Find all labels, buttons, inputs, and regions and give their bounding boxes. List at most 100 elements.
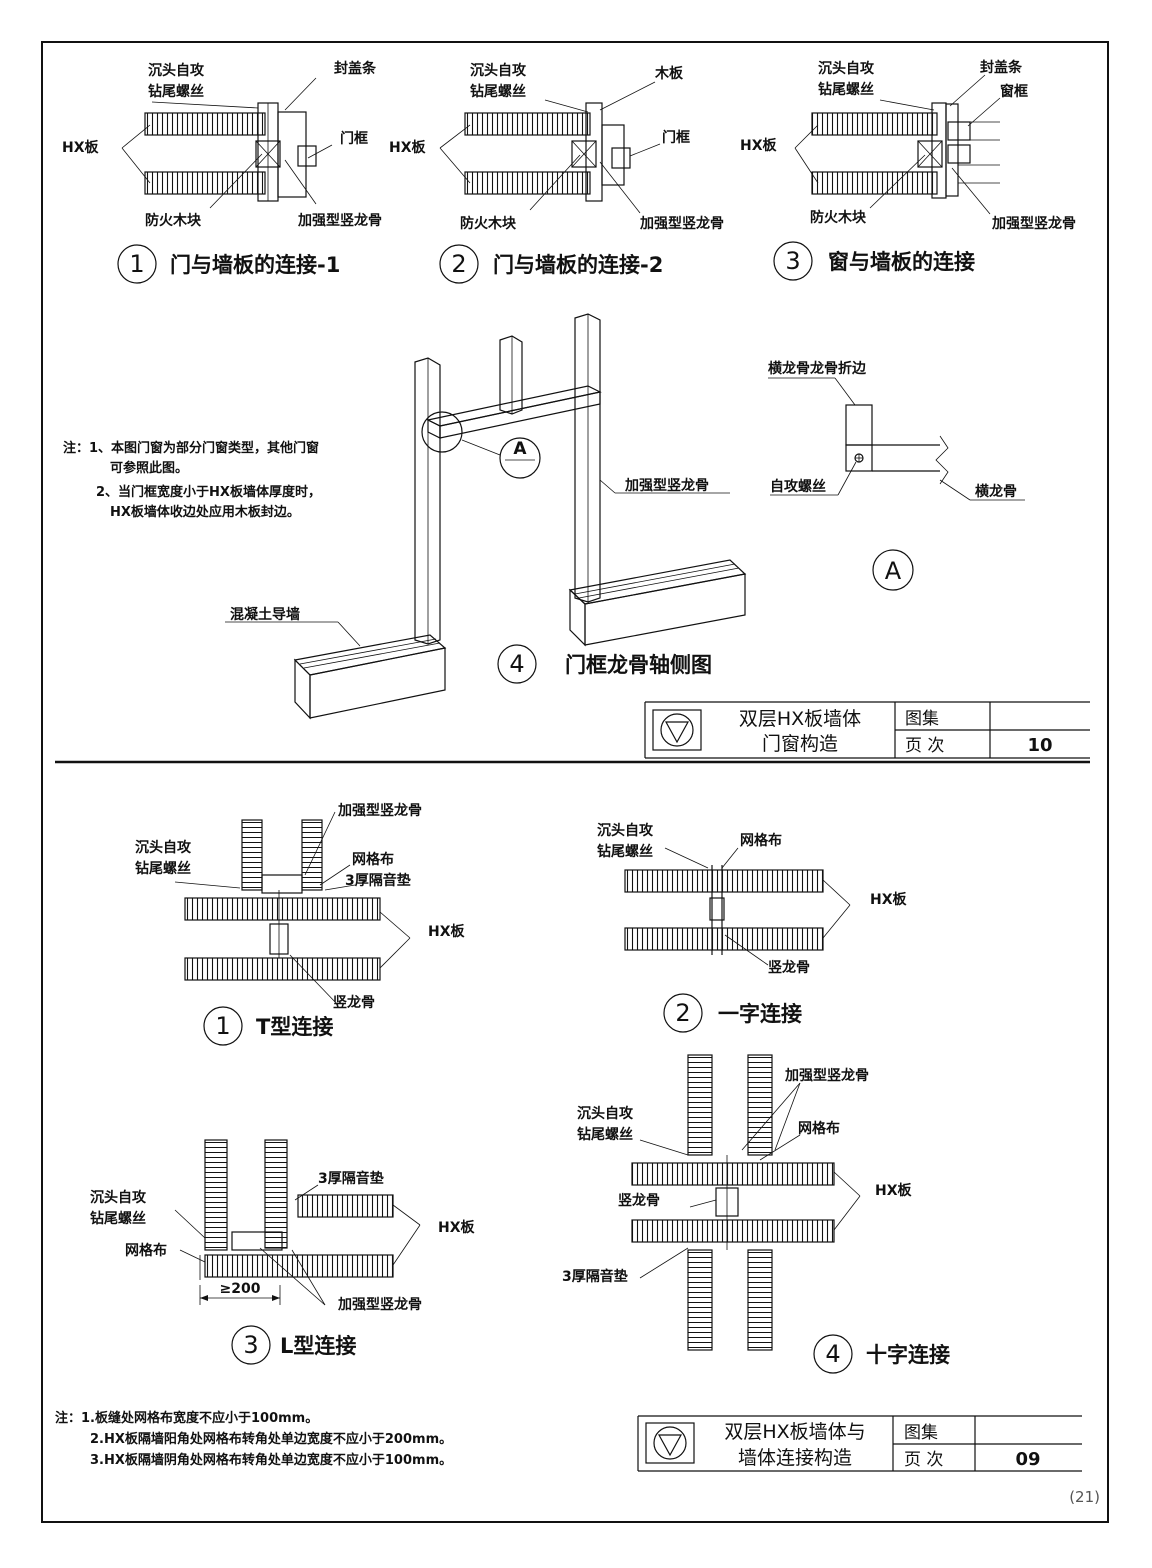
top-page-value: 10 bbox=[1027, 735, 1052, 756]
bottom-page-label: 页 次 bbox=[904, 1450, 943, 1470]
bot4-number: 4 bbox=[825, 1340, 840, 1368]
top-detail-1: 沉头自攻 钻尾螺丝 封盖条 HX板 门框 防火木块 加强型竖龙骨 1 门与墙板的… bbox=[62, 60, 382, 284]
top1-number: 1 bbox=[129, 250, 144, 278]
top-note-line-3: 2、当门框宽度小于HX板墙体厚度时， bbox=[96, 484, 321, 500]
sheet-page-number: (21) bbox=[1069, 1488, 1100, 1506]
top-logo-icon bbox=[652, 709, 702, 751]
bot1-board-label: HX板 bbox=[428, 923, 466, 940]
top-note-line-1: 注：1、本图门窗为部分门窗类型，其他门窗 bbox=[63, 440, 319, 456]
top-title-line-1: 双层HX板墙体 bbox=[739, 708, 861, 730]
top1-block-label: 防火木块 bbox=[145, 212, 202, 229]
bottom-title-block: 双层HX板墙体与 墙体连接构造 图集 页 次 09 bbox=[637, 1415, 1082, 1472]
top-atlas-label: 图集 bbox=[905, 709, 939, 729]
top-notes: 注：1、本图门窗为部分门窗类型，其他门窗 可参照此图。 2、当门框宽度小于HX板… bbox=[63, 440, 321, 520]
top4-callout-a: A bbox=[513, 439, 527, 459]
bot3-mesh-label: 网格布 bbox=[125, 1242, 167, 1259]
top2-frame-label: 门框 bbox=[662, 129, 690, 146]
bottom-detail-1: 加强型竖龙骨 沉头自攻 钻尾螺丝 网格布 3厚隔音垫 HX板 竖龙骨 1 T型连… bbox=[135, 802, 466, 1046]
top1-screw-label-2: 钻尾螺丝 bbox=[148, 83, 204, 100]
detail-a-title: A bbox=[885, 557, 902, 585]
bot1-mesh-label: 网格布 bbox=[352, 851, 394, 868]
top-page-label: 页 次 bbox=[905, 736, 944, 756]
top-note-line-2: 可参照此图。 bbox=[110, 460, 188, 476]
bot4-screw-label-2: 钻尾螺丝 bbox=[577, 1126, 633, 1143]
bot3-stud-strong-label: 加强型竖龙骨 bbox=[337, 1296, 422, 1313]
detail-a-runner-label: 横龙骨 bbox=[975, 483, 1017, 500]
top-title-block: 双层HX板墙体 门窗构造 图集 页 次 10 bbox=[644, 701, 1090, 759]
top2-board-label: HX板 bbox=[389, 139, 427, 156]
top-note-line-4: HX板墙体收边处应用木板封边。 bbox=[110, 504, 300, 520]
bottom-detail-4: 加强型竖龙骨 沉头自攻 钻尾螺丝 网格布 竖龙骨 HX板 3厚隔音垫 4 十字连… bbox=[562, 1054, 950, 1374]
top2-screw-label-2: 钻尾螺丝 bbox=[470, 83, 526, 100]
bot1-stud-label: 竖龙骨 bbox=[333, 994, 375, 1011]
bot1-screw-label-1: 沉头自攻 bbox=[135, 839, 192, 856]
top3-screw-label-1: 沉头自攻 bbox=[818, 60, 875, 77]
bottom-notes: 注：1.板缝处网格布宽度不应小于100mm。 2.HX板隔墙阳角处网格布转角处单… bbox=[55, 1410, 452, 1468]
top1-screw-label-1: 沉头自攻 bbox=[148, 62, 205, 79]
bot1-screw-label-2: 钻尾螺丝 bbox=[135, 860, 191, 877]
bottom-note-line-3: 3.HX板隔墙阴角处网格布转角处单边宽度不应小于100mm。 bbox=[90, 1452, 452, 1468]
bottom-logo-icon bbox=[645, 1422, 695, 1464]
top4-caption: 门框龙骨轴侧图 bbox=[565, 653, 712, 677]
detail-a-fold-label: 横龙骨龙骨折边 bbox=[768, 360, 867, 377]
bot4-caption: 十字连接 bbox=[866, 1343, 950, 1367]
top1-frame-label: 门框 bbox=[340, 130, 368, 147]
bot2-screw-label-2: 钻尾螺丝 bbox=[597, 843, 653, 860]
bot1-stud-strong-label: 加强型竖龙骨 bbox=[337, 802, 422, 819]
bottom-detail-2: 沉头自攻 钻尾螺丝 网格布 HX板 竖龙骨 2 一字连接 bbox=[597, 822, 908, 1033]
bot3-screw-label-2: 钻尾螺丝 bbox=[90, 1210, 146, 1227]
bottom-note-line-1: 注：1.板缝处网格布宽度不应小于100mm。 bbox=[55, 1410, 318, 1426]
bot4-stud-label: 竖龙骨 bbox=[618, 1192, 660, 1209]
bot2-caption: 一字连接 bbox=[718, 1002, 802, 1026]
top4-stud-label: 加强型竖龙骨 bbox=[624, 477, 709, 494]
bot4-mesh-label: 网格布 bbox=[798, 1120, 840, 1137]
top3-number: 3 bbox=[785, 247, 800, 275]
top3-stud-label: 加强型竖龙骨 bbox=[991, 215, 1076, 232]
bottom-atlas-label: 图集 bbox=[904, 1423, 938, 1443]
top3-board-label: HX板 bbox=[740, 137, 778, 154]
detail-a: 横龙骨龙骨折边 自攻螺丝 横龙骨 A bbox=[768, 360, 1025, 591]
top3-window-label: 窗框 bbox=[1000, 83, 1028, 100]
bot1-caption: T型连接 bbox=[256, 1015, 333, 1039]
bottom-note-line-2: 2.HX板隔墙阳角处网格布转角处单边宽度不应小于200mm。 bbox=[90, 1431, 452, 1447]
bot3-board-label: HX板 bbox=[438, 1219, 476, 1236]
bot4-stud-strong-label: 加强型竖龙骨 bbox=[784, 1067, 869, 1084]
bot4-board-label: HX板 bbox=[875, 1182, 913, 1199]
bot3-dim-label: ≥200 bbox=[220, 1281, 261, 1297]
top-detail-4: A 加强型竖龙骨 混凝土导墙 4 门框龙骨轴侧图 bbox=[225, 313, 747, 720]
top3-block-label: 防火木块 bbox=[810, 209, 867, 226]
top3-caption: 窗与墙板的连接 bbox=[828, 250, 975, 274]
top1-caption: 门与墙板的连接-1 bbox=[170, 253, 340, 277]
bot4-pad-label: 3厚隔音垫 bbox=[562, 1268, 628, 1285]
top2-number: 2 bbox=[451, 250, 466, 278]
top-detail-2: 沉头自攻 钻尾螺丝 木板 HX板 门框 防火木块 加强型竖龙骨 2 门与墙板的连… bbox=[389, 62, 724, 284]
bottom-title-line-1: 双层HX板墙体与 bbox=[724, 1421, 865, 1443]
top3-cover-label: 封盖条 bbox=[980, 59, 1023, 76]
bot2-board-label: HX板 bbox=[870, 891, 908, 908]
top-title-line-2: 门窗构造 bbox=[762, 733, 838, 755]
bot2-stud-label: 竖龙骨 bbox=[768, 959, 810, 976]
top4-number: 4 bbox=[509, 650, 524, 678]
bot3-screw-label-1: 沉头自攻 bbox=[90, 1189, 147, 1206]
top1-stud-label: 加强型竖龙骨 bbox=[297, 212, 382, 229]
top4-base-label: 混凝土导墙 bbox=[230, 606, 300, 623]
bottom-detail-3: 3厚隔音垫 沉头自攻 钻尾螺丝 HX板 网格布 ≥200 加强型竖龙骨 3 L型… bbox=[90, 1139, 476, 1365]
top2-screw-label-1: 沉头自攻 bbox=[470, 62, 527, 79]
top2-stud-label: 加强型竖龙骨 bbox=[639, 215, 724, 232]
top2-block-label: 防火木块 bbox=[460, 215, 517, 232]
bot3-number: 3 bbox=[243, 1331, 258, 1359]
detail-a-screw-label: 自攻螺丝 bbox=[770, 478, 826, 495]
top1-board-label: HX板 bbox=[62, 139, 100, 156]
top2-wood-label: 木板 bbox=[654, 65, 684, 82]
bot2-number: 2 bbox=[675, 999, 690, 1027]
bottom-page-value: 09 bbox=[1015, 1449, 1040, 1470]
bot2-mesh-label: 网格布 bbox=[740, 832, 782, 849]
bot3-pad-label: 3厚隔音垫 bbox=[318, 1170, 384, 1187]
bot1-number: 1 bbox=[215, 1012, 230, 1040]
top3-screw-label-2: 钻尾螺丝 bbox=[818, 81, 874, 98]
sheet-border bbox=[41, 41, 1109, 1523]
bottom-title-line-2: 墙体连接构造 bbox=[738, 1447, 852, 1469]
bot4-screw-label-1: 沉头自攻 bbox=[577, 1105, 634, 1122]
